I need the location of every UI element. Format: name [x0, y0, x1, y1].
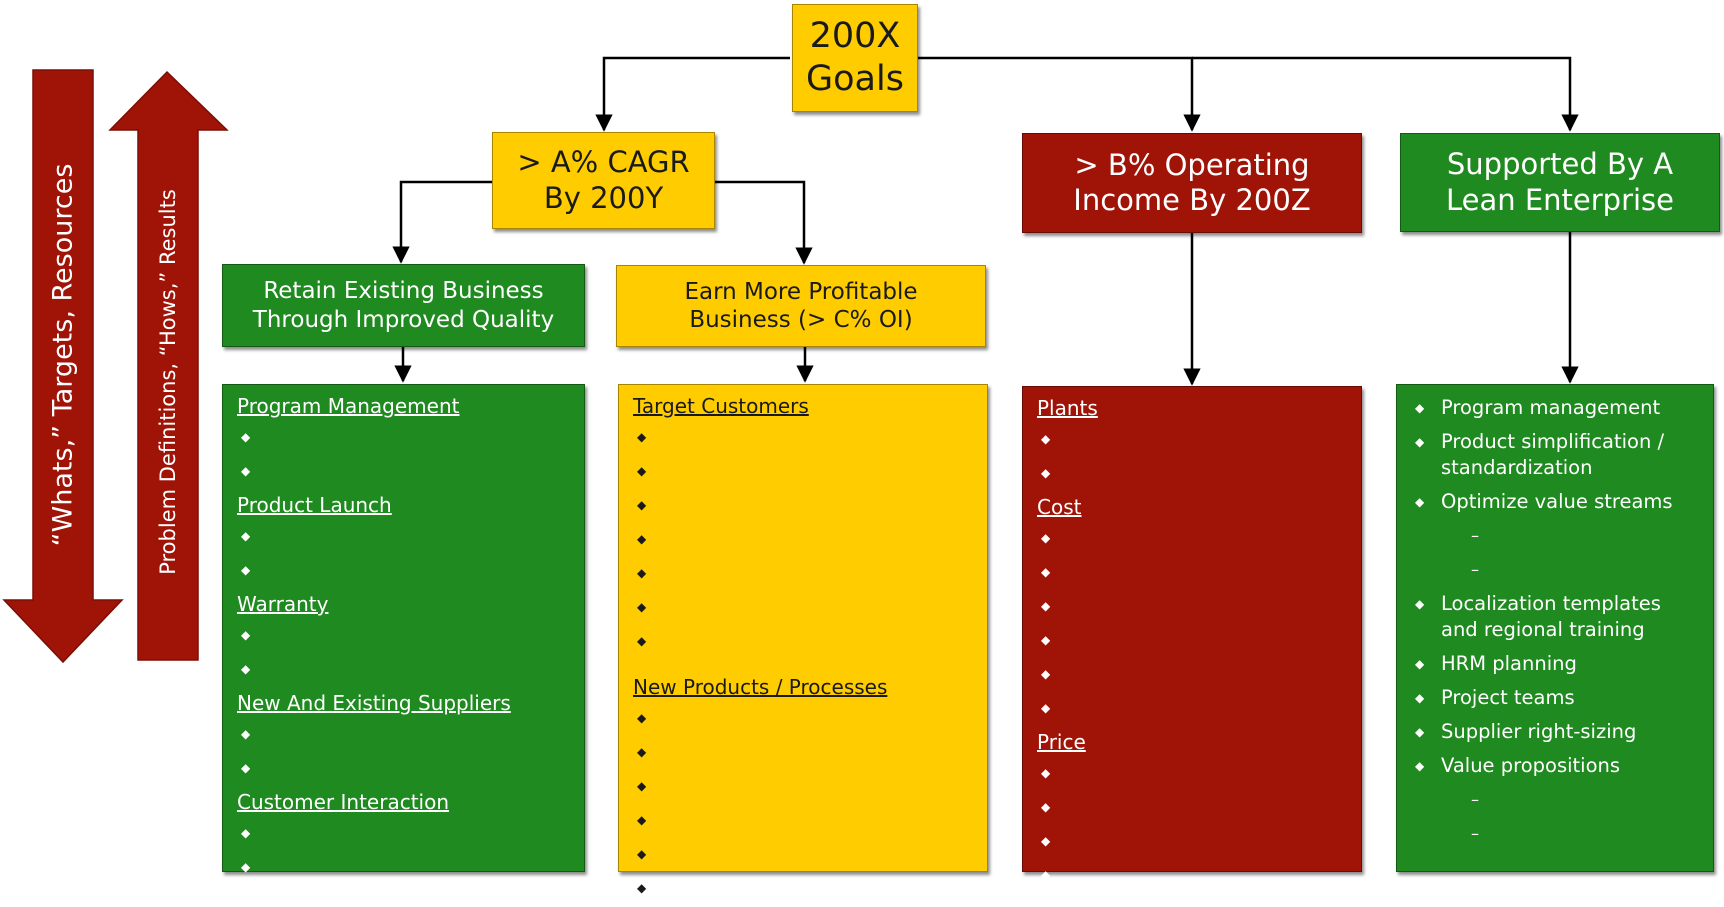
- lean-list-item: HRM planning: [1411, 651, 1703, 677]
- panel-bullet: [1037, 792, 1347, 826]
- panel-bullet: [1037, 693, 1347, 727]
- operating-income-line-2: Income By 200Z: [1073, 183, 1311, 217]
- lean-list: Program managementProduct simplification…: [1411, 395, 1703, 847]
- panel-section-heading: New And Existing Suppliers: [237, 691, 511, 715]
- panel-bullet: [1037, 625, 1347, 659]
- lean-list-item: Optimize value streams: [1411, 489, 1703, 515]
- panel-bullet: [1037, 659, 1347, 693]
- panel-bullet: [1037, 458, 1347, 492]
- lean-line-2: Lean Enterprise: [1445, 182, 1675, 217]
- retain-line-2: Through Improved Quality: [252, 306, 555, 333]
- connector-cagr-retain: [392, 180, 492, 264]
- panel-bullet: [633, 524, 973, 558]
- panel-bullet: [633, 422, 973, 456]
- cagr-line-2: By 200Y: [543, 180, 664, 215]
- lean-list-item: Value propositions: [1411, 753, 1703, 779]
- lean-panel: Program managementProduct simplification…: [1396, 384, 1714, 872]
- panel-bullet: [633, 737, 973, 771]
- lean-sub-item: [1411, 523, 1703, 549]
- panel-section-heading: Warranty: [237, 592, 329, 616]
- panel-section-heading: Plants: [1037, 396, 1098, 420]
- panel-bullet: [633, 592, 973, 626]
- panel-section-heading: Product Launch: [237, 493, 392, 517]
- earn-panel: Target Customers New Products / Processe…: [618, 384, 988, 872]
- panel-bullet: [237, 456, 570, 490]
- goals-line-2: Goals: [806, 59, 904, 99]
- panel-bullet: [1037, 758, 1347, 792]
- panel-bullet: [633, 626, 973, 660]
- panel-bullet: [633, 873, 973, 907]
- panel-bullet: [633, 839, 973, 873]
- operating-panel: Plants Cost Price: [1022, 386, 1362, 872]
- earn-line-2: Business (> C% OI): [689, 307, 913, 333]
- panel-bullet: [237, 422, 570, 456]
- connector-cagr-earn: [715, 180, 813, 265]
- earn-business-box: Earn More Profitable Business (> C% OI): [616, 265, 986, 347]
- down-arrow-shape: [2, 69, 124, 664]
- connector-layer: [2, 56, 1579, 664]
- lean-sub-item: [1411, 557, 1703, 583]
- retain-business-box: Retain Existing Business Through Improve…: [222, 264, 585, 347]
- panel-bullet: [633, 805, 973, 839]
- panel-bullet: [1037, 523, 1347, 557]
- goals-box: 200X Goals: [792, 4, 918, 112]
- panel-bullet: [1037, 557, 1347, 591]
- panel-bullet: [1037, 826, 1347, 860]
- connector-goal-cagr: [595, 56, 790, 132]
- panel-section-heading: Customer Interaction: [237, 790, 450, 814]
- lean-list-item: Program management: [1411, 395, 1703, 421]
- goals-line-1: 200X: [809, 16, 901, 57]
- cagr-line-1: > A% CAGR: [517, 145, 690, 180]
- panel-bullet: [1037, 424, 1347, 458]
- panel-bullet: [237, 654, 570, 688]
- panel-bullet: [237, 521, 570, 555]
- panel-section-heading: Price: [1037, 730, 1086, 754]
- panel-bullet: [1037, 591, 1347, 625]
- lean-list-item: Localization templates and regional trai…: [1411, 591, 1703, 643]
- up-arrow-shape: [108, 70, 229, 661]
- connector-goal-lean: [1192, 56, 1579, 132]
- panel-bullet: [633, 771, 973, 805]
- lean-list-item: Project teams: [1411, 685, 1703, 711]
- panel-section-heading: Target Customers: [633, 394, 809, 418]
- connector-goal-income: [918, 56, 1201, 132]
- operating-income-box: > B% Operating Income By 200Z: [1022, 133, 1362, 233]
- down-arrow-label: “Whats,” Targets, Resources: [47, 163, 79, 547]
- panel-section-heading: Program Management: [237, 394, 460, 418]
- panel-bullet: [633, 558, 973, 592]
- lean-list-item: Product simplification / standardization: [1411, 429, 1703, 481]
- lean-list-item: Supplier right-sizing: [1411, 719, 1703, 745]
- panel-bullet: [633, 456, 973, 490]
- cagr-box: > A% CAGR By 200Y: [492, 132, 715, 229]
- lean-sub-item: [1411, 787, 1703, 813]
- panel-bullet: [237, 620, 570, 654]
- panel-bullet: [237, 852, 570, 886]
- panel-bullet: [633, 703, 973, 737]
- panel-bullet: [1037, 860, 1347, 894]
- panel-section-heading: New Products / Processes: [633, 675, 888, 699]
- earn-line-1: Earn More Profitable: [684, 278, 918, 305]
- panel-bullet: [237, 719, 570, 753]
- panel-bullet: [237, 555, 570, 589]
- panel-section-heading: Cost: [1037, 495, 1082, 519]
- panel-bullet: [237, 753, 570, 787]
- operating-income-line-1: > B% Operating: [1074, 147, 1310, 182]
- up-arrow-label: Problem Definitions, “Hows,” Results: [156, 189, 180, 575]
- lean-enterprise-box: Supported By A Lean Enterprise: [1400, 133, 1720, 232]
- retain-line-1: Retain Existing Business: [263, 278, 544, 305]
- panel-bullet: [633, 490, 973, 524]
- lean-sub-item: [1411, 821, 1703, 847]
- retain-panel: Program Management Product Launch Warran…: [222, 384, 585, 872]
- lean-line-1: Supported By A: [1446, 147, 1674, 182]
- panel-bullet: [237, 818, 570, 852]
